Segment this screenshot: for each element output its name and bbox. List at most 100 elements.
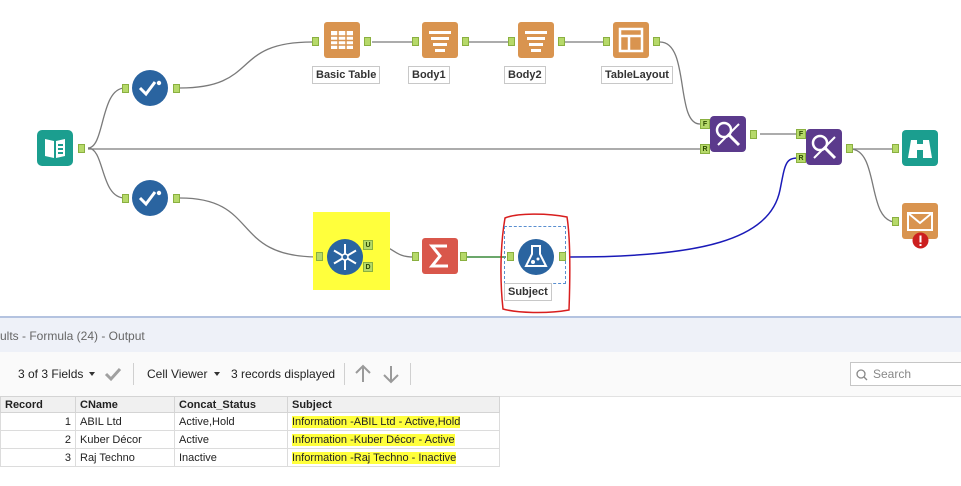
- basic-table-icon: [324, 22, 360, 58]
- email-envelope-icon: [902, 203, 938, 239]
- cname-cell[interactable]: Kuber Décor: [75, 430, 175, 449]
- subject-cell[interactable]: Information -ABIL Ltd - Active,Hold: [287, 412, 500, 431]
- layout-union-tool-2[interactable]: [806, 129, 842, 165]
- select-check-icon: [132, 180, 168, 216]
- cell-viewer-button[interactable]: Cell Viewer: [147, 367, 208, 381]
- union2-r-anchor[interactable]: R: [796, 153, 806, 163]
- search-input[interactable]: Search: [850, 362, 961, 386]
- record-cell[interactable]: 2: [0, 430, 76, 449]
- browse-binoculars-icon: [902, 130, 938, 166]
- body1-input-anchor[interactable]: [412, 37, 419, 46]
- cname-cell[interactable]: Raj Techno: [75, 448, 175, 467]
- record-cell[interactable]: 1: [0, 412, 76, 431]
- basic-table-output-anchor[interactable]: [364, 37, 371, 46]
- unique-snowflake-icon: [327, 239, 363, 275]
- formula-input-anchor[interactable]: [507, 252, 514, 261]
- union1-output-anchor[interactable]: [750, 130, 757, 139]
- tablelayout-label: TableLayout: [601, 66, 673, 84]
- select-check-icon: [132, 70, 168, 106]
- select-top-input-anchor[interactable]: [122, 84, 129, 93]
- column-header-subject[interactable]: Subject: [287, 396, 500, 413]
- email-input-anchor[interactable]: [892, 217, 899, 226]
- results-panel: ults - Formula (24) - Output 3 of 3 Fiel…: [0, 316, 961, 486]
- concat-status-cell[interactable]: Active: [174, 430, 288, 449]
- wire-select-bottom-to-unique: [179, 197, 319, 258]
- body1-output-anchor[interactable]: [462, 37, 469, 46]
- unique-tool[interactable]: [326, 238, 364, 276]
- header-row: Record CName Concat_Status Subject: [0, 396, 500, 413]
- input-data-tool[interactable]: [37, 130, 73, 166]
- email-tool[interactable]: [902, 203, 938, 239]
- subject-value: Information -Raj Techno - Inactive: [292, 451, 457, 464]
- browse-tool[interactable]: [902, 130, 938, 166]
- tablelayout-input-anchor[interactable]: [603, 37, 610, 46]
- table-row[interactable]: 2 Kuber Décor Active Information -Kuber …: [0, 430, 500, 449]
- toolbar-divider: [344, 363, 345, 385]
- wire-union2-to-email: [849, 148, 897, 223]
- union1-r-anchor[interactable]: R: [700, 144, 710, 154]
- summarize-tool[interactable]: [422, 238, 458, 274]
- concat-status-cell[interactable]: Active,Hold: [174, 412, 288, 431]
- toolbar-divider: [133, 363, 134, 385]
- wire-input-to-select-bottom: [87, 147, 126, 199]
- arrow-down-icon[interactable]: [382, 364, 400, 384]
- formula-tool[interactable]: [517, 238, 555, 276]
- arrow-up-icon[interactable]: [354, 364, 372, 384]
- summarize-output-anchor[interactable]: [460, 252, 467, 261]
- body2-tool[interactable]: [518, 22, 554, 58]
- body2-input-anchor[interactable]: [508, 37, 515, 46]
- subject-cell[interactable]: Information -Raj Techno - Inactive: [287, 448, 500, 467]
- unique-input-anchor[interactable]: [316, 252, 323, 261]
- select-top-output-anchor[interactable]: [173, 84, 180, 93]
- record-cell[interactable]: 3: [0, 448, 76, 467]
- select-tool-top[interactable]: [131, 69, 169, 107]
- results-title-bar: ults - Formula (24) - Output: [0, 316, 961, 352]
- fields-selector[interactable]: 3 of 3 Fields: [18, 367, 84, 381]
- formula-output-anchor[interactable]: [559, 252, 566, 261]
- toolbar-divider: [410, 363, 411, 385]
- subject-cell[interactable]: Information -Kuber Décor - Active: [287, 430, 500, 449]
- unique-u-anchor[interactable]: U: [363, 240, 373, 250]
- layout-union-tool-1[interactable]: [710, 116, 746, 152]
- subject-value: Information -ABIL Ltd - Active,Hold: [292, 415, 461, 428]
- layout-union-icon: [806, 129, 842, 165]
- union1-f-anchor[interactable]: F: [700, 119, 710, 129]
- select-bottom-input-anchor[interactable]: [122, 194, 129, 203]
- summarize-input-anchor[interactable]: [412, 252, 419, 261]
- table-row[interactable]: 1 ABIL Ltd Active,Hold Information -ABIL…: [0, 412, 500, 431]
- formula-red-circle: [500, 213, 571, 314]
- column-header-concat-status[interactable]: Concat_Status: [174, 396, 288, 413]
- wire-select-top-to-basic-table: [179, 41, 313, 89]
- table-row[interactable]: 3 Raj Techno Inactive Information -Raj T…: [0, 448, 500, 467]
- workflow-canvas[interactable]: Basic Table Body1 Body2 TableLayout F R: [0, 0, 961, 316]
- input-data-icon: [37, 130, 73, 166]
- body2-output-anchor[interactable]: [558, 37, 565, 46]
- apply-check-icon[interactable]: [104, 366, 122, 382]
- select-bottom-output-anchor[interactable]: [173, 194, 180, 203]
- subject-value: Information -Kuber Décor - Active: [292, 433, 455, 446]
- basic-table-input-anchor[interactable]: [312, 37, 319, 46]
- basic-table-label: Basic Table: [312, 66, 381, 84]
- basic-table-tool[interactable]: [324, 22, 360, 58]
- chevron-down-icon[interactable]: [214, 372, 220, 376]
- input-output-anchor[interactable]: [78, 144, 85, 153]
- column-header-cname[interactable]: CName: [75, 396, 175, 413]
- union2-output-anchor[interactable]: [846, 144, 853, 153]
- results-toolbar: 3 of 3 Fields Cell Viewer 3 records disp…: [0, 352, 961, 397]
- tablelayout-tool[interactable]: [613, 22, 649, 58]
- concat-status-cell[interactable]: Inactive: [174, 448, 288, 467]
- browse-input-anchor[interactable]: [892, 144, 899, 153]
- body1-tool[interactable]: [422, 22, 458, 58]
- tablelayout-output-anchor[interactable]: [653, 37, 660, 46]
- report-text-icon: [518, 22, 554, 58]
- layout-union-icon: [710, 116, 746, 152]
- search-placeholder: Search: [873, 367, 912, 381]
- workflow-connections: [87, 41, 897, 258]
- unique-d-anchor[interactable]: D: [363, 262, 373, 272]
- column-header-record[interactable]: Record: [0, 396, 76, 413]
- chevron-down-icon[interactable]: [89, 372, 95, 376]
- union2-f-anchor[interactable]: F: [796, 129, 806, 139]
- cname-cell[interactable]: ABIL Ltd: [75, 412, 175, 431]
- select-tool-bottom[interactable]: [131, 179, 169, 217]
- formula-flask-icon: [518, 239, 554, 275]
